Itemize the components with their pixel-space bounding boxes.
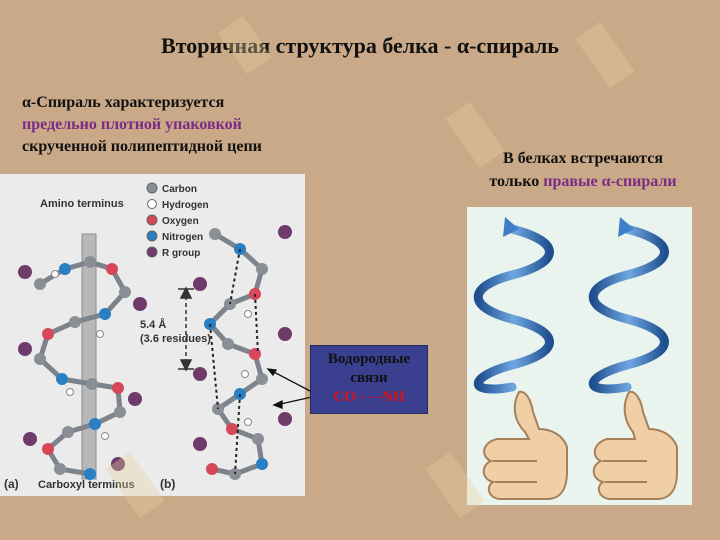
- amino-terminus-label: Amino terminus: [40, 198, 124, 210]
- right-handed-helices: [467, 207, 692, 505]
- slide-title: Вторичная структура белка - α-спираль: [0, 33, 720, 59]
- panel-a-label: (a): [4, 477, 19, 491]
- legend-label-oxygen: Oxygen: [162, 216, 199, 227]
- legend-label-carbon: Carbon: [162, 184, 197, 195]
- legend-swatch-r-group: [147, 247, 157, 257]
- alpha-helix-model: 5.4 Å (3.6 residues) Amino terminus Carb…: [0, 174, 305, 496]
- carboxyl-terminus-label: Carboxyl terminus: [38, 479, 135, 491]
- right-note-highlight: правые α-спирали: [543, 173, 676, 190]
- hbond-line-3: CO - - -NH: [311, 388, 427, 407]
- legend-swatch-nitrogen: [147, 231, 157, 241]
- right-handed-helices-panel: [467, 207, 692, 505]
- legend-swatch-hydrogen: [148, 200, 157, 209]
- hydrogen-bond-box: Водородные связи CO - - -NH: [310, 345, 428, 414]
- description-line-1: α-Спираль характеризуется: [22, 92, 262, 114]
- legend-label-hydrogen: Hydrogen: [162, 200, 209, 211]
- atom-legend: Carbon Hydrogen Oxygen Nitrogen R group: [147, 183, 209, 259]
- legend-swatch-oxygen: [147, 215, 157, 225]
- alpha-helix-model-panel: 5.4 Å (3.6 residues) Amino terminus Carb…: [0, 174, 305, 496]
- atoms-b: [193, 225, 292, 480]
- pitch-label: 5.4 Å: [140, 318, 166, 331]
- helix-right: [593, 229, 664, 389]
- pitch-marker: [178, 288, 194, 370]
- thumbs-up-hand-right: [594, 392, 677, 499]
- helix-axis-rod: [82, 234, 96, 479]
- right-helix-note: В белках встречаются только правые α-спи…: [458, 147, 708, 193]
- right-note-line-2: только правые α-спирали: [458, 170, 708, 193]
- helix-left: [478, 229, 549, 389]
- legend-label-nitrogen: Nitrogen: [162, 232, 203, 243]
- thumbs-up-hand-left: [484, 392, 567, 499]
- hydrogen-bond-dashes: [210, 249, 258, 474]
- legend-label-r-group: R group: [162, 248, 200, 259]
- panel-b-label: (b): [160, 477, 175, 491]
- description-text: α-Спираль характеризуется предельно плот…: [22, 92, 262, 158]
- right-note-line-1: В белках встречаются: [458, 147, 708, 170]
- right-note-plain: только: [489, 173, 543, 190]
- hbond-line-2: связи: [311, 369, 427, 388]
- hbond-line-1: Водородные: [311, 350, 427, 369]
- description-line-3: скрученной полипептидной цепи: [22, 136, 262, 158]
- legend-swatch-carbon: [147, 183, 157, 193]
- description-line-2: предельно плотной упаковкой: [22, 114, 262, 136]
- residues-label: (3.6 residues): [140, 333, 211, 345]
